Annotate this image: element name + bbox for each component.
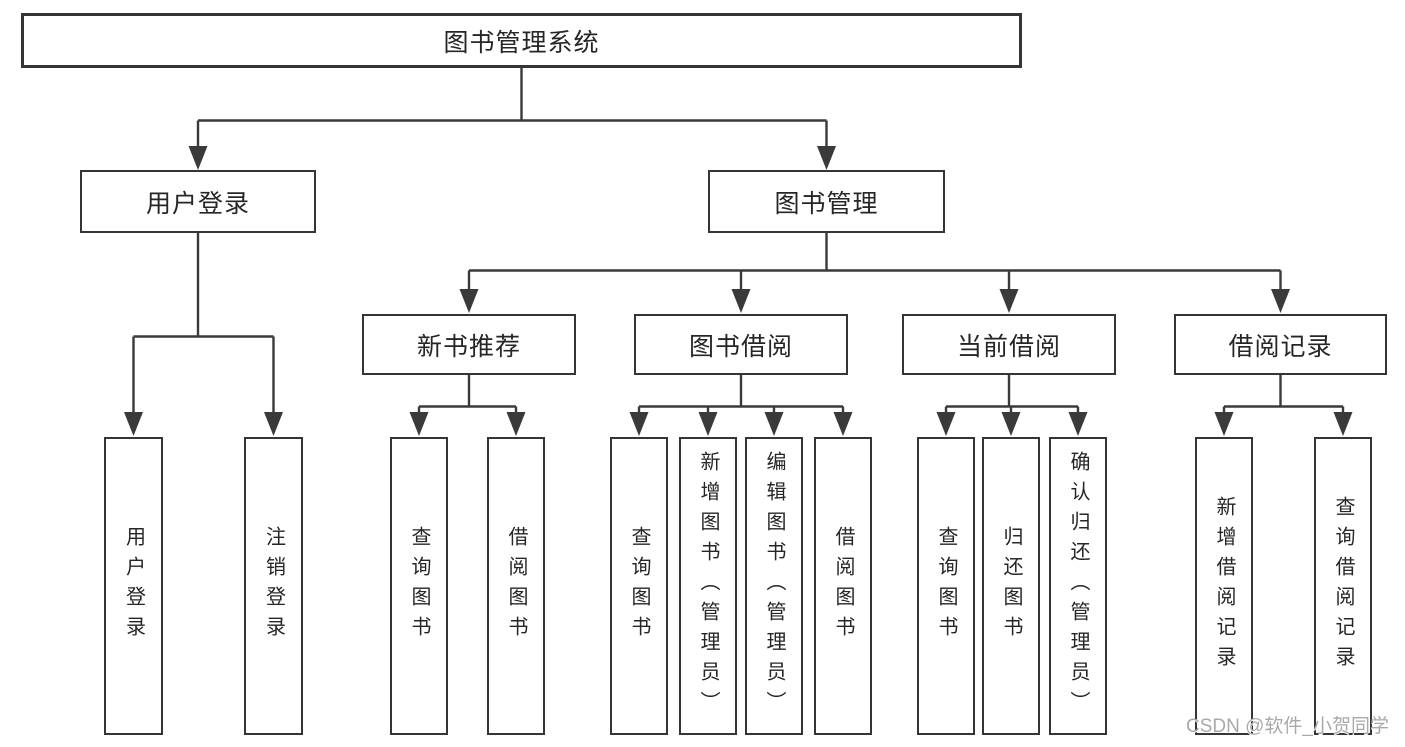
leaf-confirm-return-admin: 确认归还（管理员） [1049, 437, 1107, 735]
arrowhead [188, 146, 208, 170]
leaf-query-books-current-label: 查询图书 [935, 526, 957, 646]
arrowheads [124, 146, 1353, 436]
watermark: CSDN @软件_小贺同学 [1186, 716, 1389, 737]
node-current-borrowing: 当前借阅 [902, 314, 1116, 375]
arrowhead [731, 289, 751, 313]
arrowhead [1068, 412, 1088, 436]
arrowhead [936, 412, 956, 436]
arrowhead [817, 146, 836, 170]
leaf-edit-book-admin: 编辑图书（管理员） [745, 437, 803, 735]
node-library-management-system: 图书管理系统 [21, 13, 1022, 68]
leaf-confirm-return-admin-label: 确认归还（管理员） [1067, 451, 1089, 721]
leaf-add-borrow-record-label: 新增借阅记录 [1213, 496, 1235, 676]
arrowhead [1271, 289, 1290, 313]
arrowhead [506, 412, 526, 436]
leaf-logout-label: 注销登录 [262, 526, 285, 646]
leaf-return-book-label: 归还图书 [1000, 526, 1022, 646]
leaf-query-books-recommend-label: 查询图书 [408, 526, 430, 646]
arrowhead [698, 412, 718, 436]
arrowhead [409, 412, 429, 436]
arrowhead [459, 289, 479, 313]
arrowhead [833, 412, 853, 436]
leaf-borrow-books: 借阅图书 [814, 437, 872, 735]
leaf-add-borrow-record: 新增借阅记录 [1195, 437, 1253, 735]
leaf-query-books-borrow: 查询图书 [610, 437, 668, 735]
leaf-query-books-current: 查询图书 [917, 437, 975, 735]
node-book-borrowing: 图书借阅 [634, 314, 848, 375]
arrowhead [264, 412, 283, 436]
arrowhead [1333, 412, 1353, 436]
leaf-query-borrow-record: 查询借阅记录 [1314, 437, 1372, 735]
node-borrowing-records: 借阅记录 [1174, 314, 1387, 375]
leaf-add-book-admin-label: 新增图书（管理员） [697, 451, 719, 721]
arrowhead [124, 412, 143, 436]
leaf-edit-book-admin-label: 编辑图书（管理员） [763, 451, 785, 721]
node-user-login-branch: 用户登录 [80, 170, 316, 233]
leaf-query-books-borrow-label: 查询图书 [628, 526, 650, 646]
leaf-borrow-books-recommend: 借阅图书 [487, 437, 545, 735]
leaf-query-books-recommend: 查询图书 [390, 437, 448, 735]
arrowhead [629, 412, 649, 436]
leaf-user-login-label: 用户登录 [122, 526, 145, 646]
leaf-borrow-books-recommend-label: 借阅图书 [505, 526, 527, 646]
leaf-logout: 注销登录 [244, 437, 303, 735]
connector-path [132, 68, 1345, 414]
arrowhead [999, 289, 1019, 313]
node-new-book-recommendation: 新书推荐 [362, 314, 576, 375]
arrowhead [1214, 412, 1234, 436]
arrowhead [764, 412, 784, 436]
node-book-management-branch: 图书管理 [708, 170, 945, 233]
leaf-borrow-books-label: 借阅图书 [832, 526, 854, 646]
leaf-user-login: 用户登录 [104, 437, 163, 735]
leaf-add-book-admin: 新增图书（管理员） [679, 437, 737, 735]
leaf-return-book: 归还图书 [982, 437, 1040, 735]
arrowhead [1001, 412, 1021, 436]
leaf-query-borrow-record-label: 查询借阅记录 [1332, 496, 1354, 676]
